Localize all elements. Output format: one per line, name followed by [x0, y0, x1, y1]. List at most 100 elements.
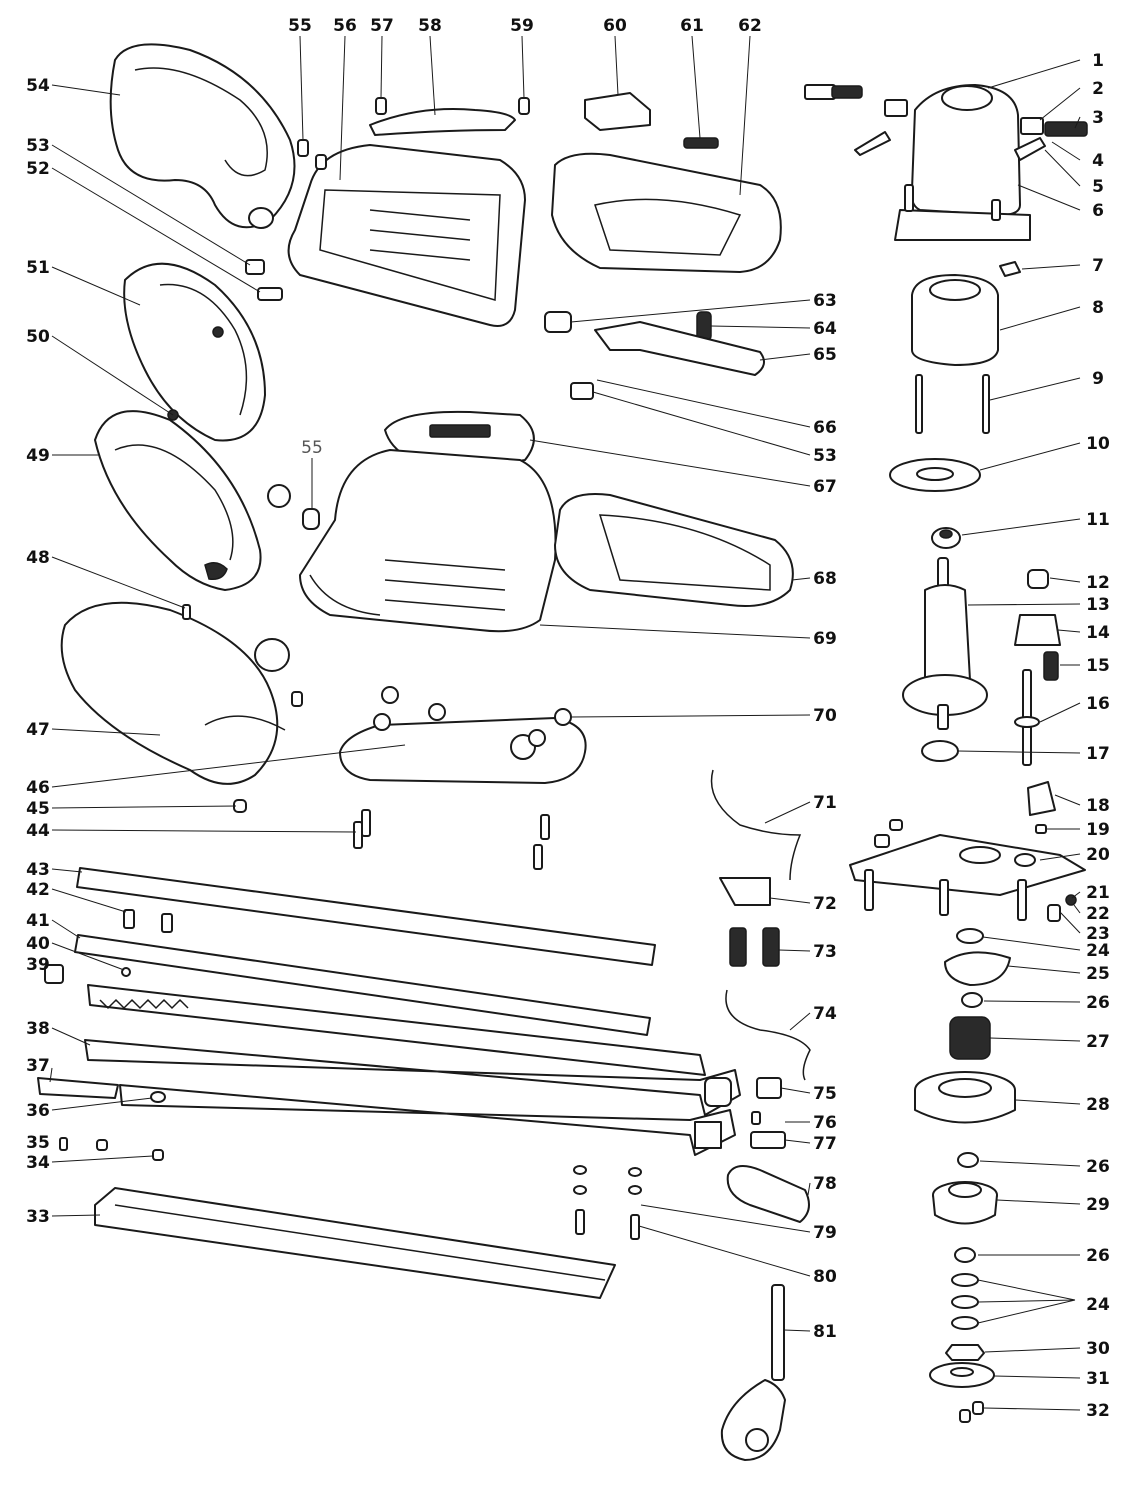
callout-7: 7: [1092, 256, 1104, 276]
callout-54: 54: [26, 76, 50, 96]
callout-32: 32: [1086, 1401, 1110, 1421]
callout-65: 65: [813, 345, 837, 365]
callout-4: 4: [1092, 151, 1104, 171]
callout-80: 80: [813, 1267, 837, 1287]
callout-26: 26: [1086, 993, 1110, 1013]
gear-28: [914, 1071, 1016, 1124]
callout-50: 50: [26, 327, 50, 347]
grip-78: [726, 1165, 810, 1223]
clamp-53: [570, 382, 594, 400]
bracket-72: [719, 877, 771, 906]
callout-31: 31: [1086, 1369, 1110, 1389]
pad-63: [544, 311, 572, 333]
callout-71: 71: [813, 793, 837, 813]
callout-15: 15: [1086, 656, 1110, 676]
motor-1: [894, 84, 1046, 241]
callout-3: 3: [1092, 108, 1104, 128]
callout-72: 72: [813, 894, 837, 914]
callout-19: 19: [1086, 820, 1110, 840]
callout-18: 18: [1086, 796, 1110, 816]
callout-20: 20: [1086, 845, 1110, 865]
callout-26-b: 26: [1086, 1157, 1110, 1177]
callout-64: 64: [813, 319, 837, 339]
housing-62: [551, 152, 782, 273]
callout-46: 46: [26, 778, 50, 798]
callout-47: 47: [26, 720, 50, 740]
handle-cover-54: [109, 43, 296, 229]
callout-22: 22: [1086, 904, 1110, 924]
screw-76: [751, 1111, 761, 1125]
callout-73: 73: [813, 942, 837, 962]
callout-39: 39: [26, 955, 50, 975]
callout-63: 63: [813, 291, 837, 311]
callout-44: 44: [26, 821, 50, 841]
gear-housing-20: [849, 834, 1086, 921]
callout-labels: 1 2 3 4 5 6 7 8 9 10 11 12 13 14 15 16 1…: [26, 16, 1110, 1421]
callout-2: 2: [1092, 79, 1104, 99]
callout-43: 43: [26, 860, 50, 880]
callout-12: 12: [1086, 573, 1110, 593]
callout-53: 53: [26, 136, 50, 156]
callout-27: 27: [1086, 1032, 1110, 1052]
callout-77: 77: [813, 1134, 837, 1154]
washers-24b: [951, 1273, 979, 1330]
long-bolts-9: [915, 374, 990, 434]
leader-lines: [49, 35, 1081, 1411]
callout-26-c: 26: [1086, 1246, 1110, 1266]
callout-45: 45: [26, 799, 50, 819]
callout-55: 55: [288, 16, 312, 36]
cam-25: [944, 951, 1011, 986]
handle-cover-51: [123, 262, 266, 442]
nut-19: [1035, 824, 1047, 834]
callout-35: 35: [26, 1133, 50, 1153]
switch-60: [584, 92, 651, 131]
nut-7: [999, 261, 1021, 277]
callout-60: 60: [603, 16, 627, 36]
callout-11: 11: [1086, 510, 1110, 530]
callout-14: 14: [1086, 623, 1110, 643]
bracket-14: [1014, 614, 1061, 646]
cap-12: [1027, 569, 1049, 589]
callout-55-b: 55: [301, 438, 323, 458]
clip-18: [1027, 781, 1056, 816]
screws-34-35: [59, 1137, 164, 1161]
handle-cover-47: [60, 601, 290, 785]
callout-1: 1: [1092, 51, 1104, 71]
flange-31: [929, 1362, 995, 1388]
housing-56: [287, 144, 526, 327]
rear-handle-68: [554, 493, 794, 607]
springs-73: [729, 927, 780, 967]
bearing-17: [921, 740, 959, 762]
callout-56: 56: [333, 16, 357, 36]
callout-59: 59: [510, 16, 534, 36]
gear-27: [949, 1016, 991, 1060]
callout-58: 58: [418, 16, 442, 36]
callout-42: 42: [26, 880, 50, 900]
screws-32: [959, 1401, 984, 1423]
callout-78: 78: [813, 1174, 837, 1194]
bushing-26a: [961, 992, 983, 1008]
callout-33: 33: [26, 1207, 50, 1227]
callout-79: 79: [813, 1223, 837, 1243]
plate-10: [889, 458, 981, 492]
callout-24-b: 24: [1086, 1295, 1110, 1315]
callout-34: 34: [26, 1153, 50, 1173]
blade-guard-33: [94, 1187, 616, 1299]
callout-17: 17: [1086, 744, 1110, 764]
washer-24: [956, 928, 984, 944]
bushing-26b: [957, 1152, 979, 1168]
callout-8: 8: [1092, 298, 1104, 318]
armature-13: [902, 557, 988, 730]
callout-38: 38: [26, 1019, 50, 1039]
callout-75: 75: [813, 1084, 837, 1104]
callout-41: 41: [26, 911, 50, 931]
callout-74: 74: [813, 1004, 837, 1024]
callout-6: 6: [1092, 201, 1104, 221]
callout-76: 76: [813, 1113, 837, 1133]
callout-29: 29: [1086, 1195, 1110, 1215]
callout-61: 61: [680, 16, 704, 36]
callout-57: 57: [370, 16, 394, 36]
callout-16: 16: [1086, 694, 1110, 714]
callout-5: 5: [1092, 177, 1104, 197]
